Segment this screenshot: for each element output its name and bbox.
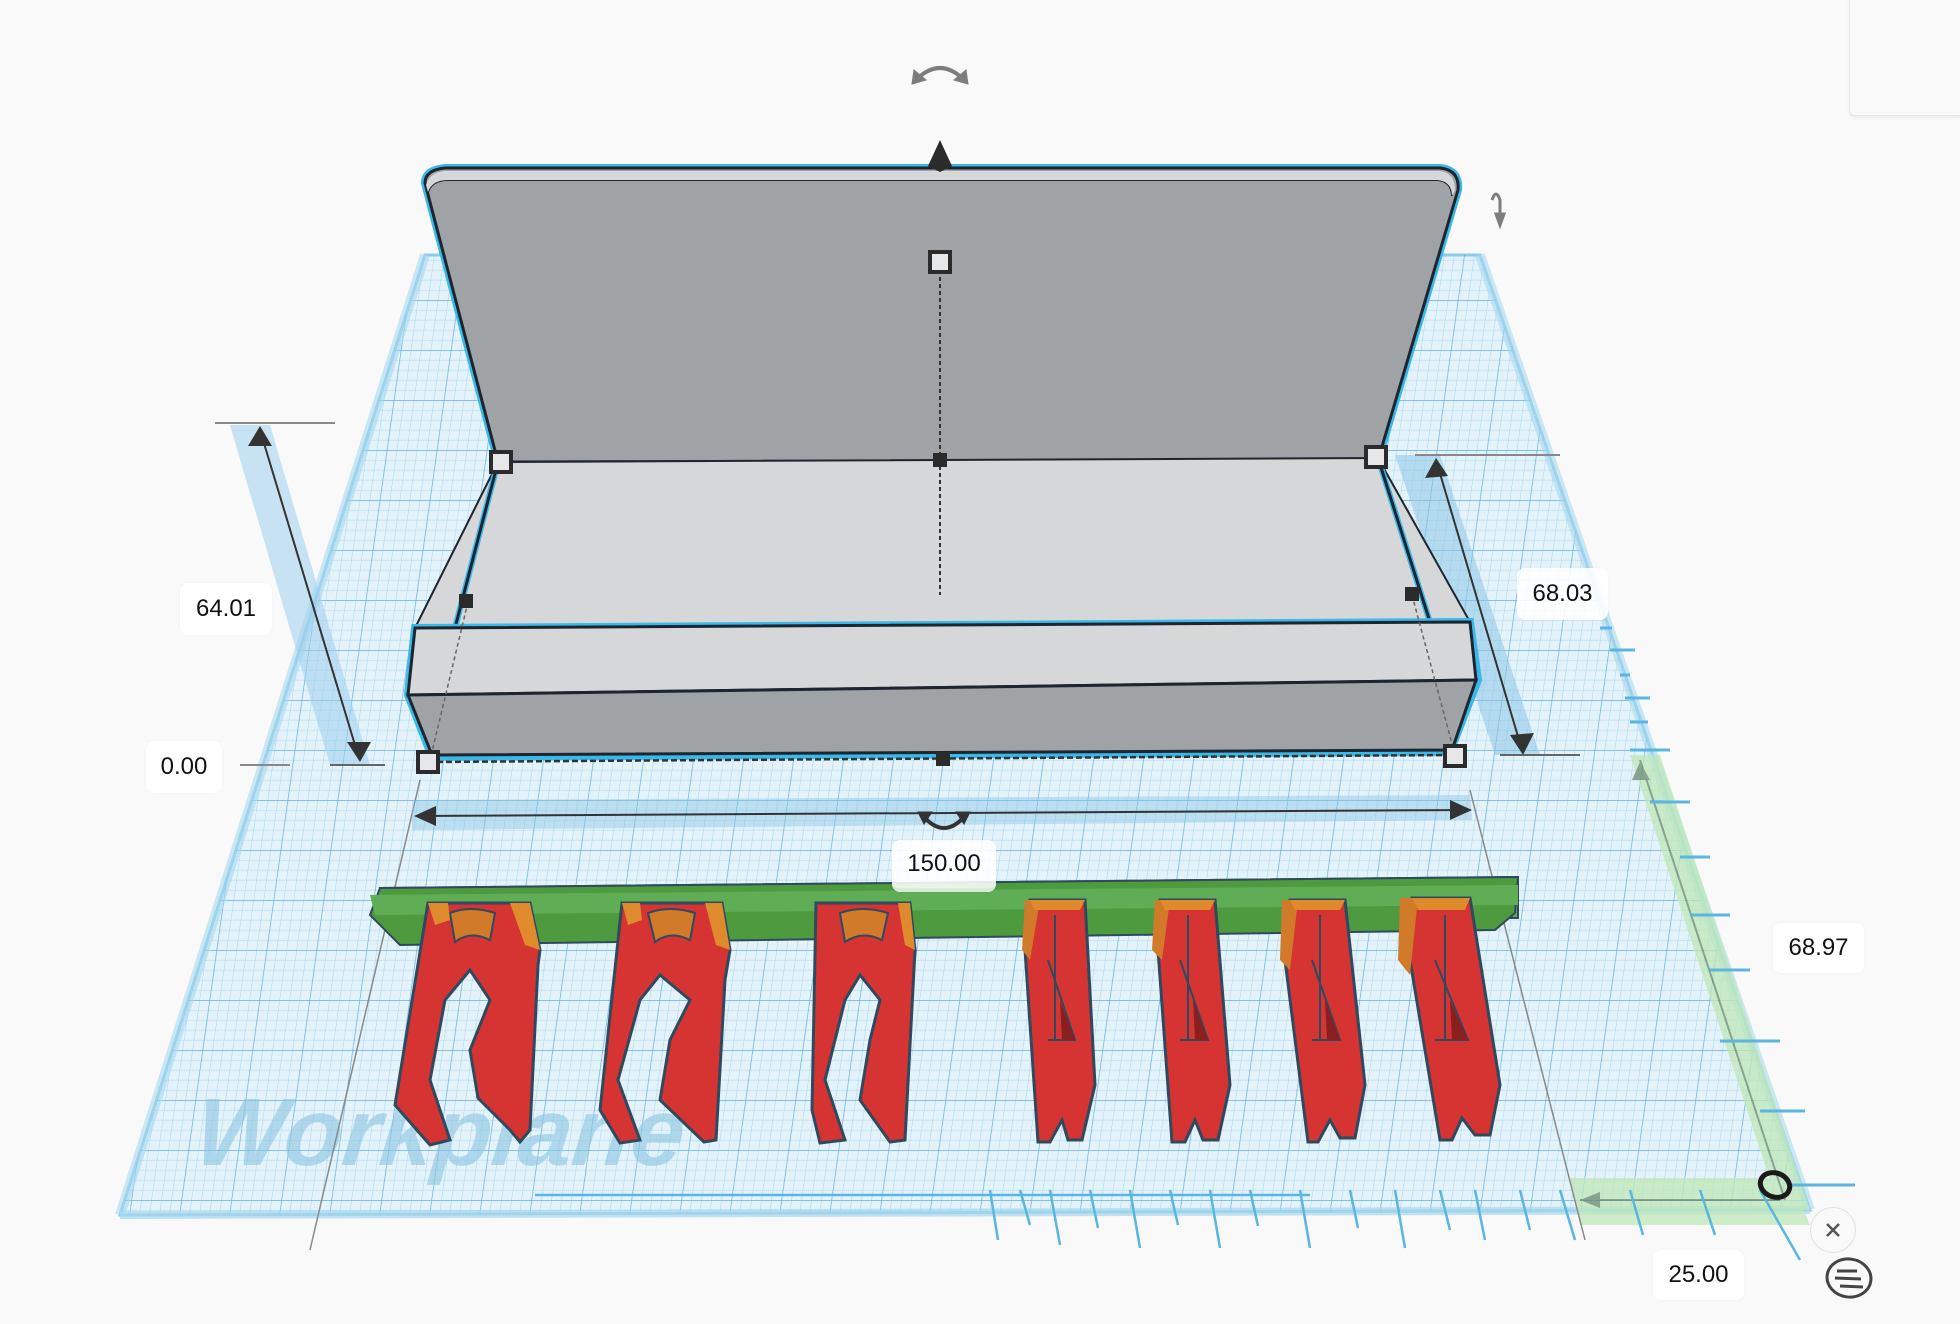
close-icon <box>1826 1223 1840 1237</box>
handle-mid-front <box>936 752 950 766</box>
ring-handle-icon[interactable] <box>1757 1169 1793 1202</box>
height-dimension <box>215 422 385 766</box>
close-grid-button[interactable] <box>1810 1207 1856 1253</box>
handle-back-right <box>1364 445 1388 469</box>
guide-line-left <box>309 779 421 1251</box>
resize-handles[interactable] <box>416 250 1467 774</box>
depth-value-label[interactable]: 68.03 <box>1517 568 1608 620</box>
rotate-bottom-icon[interactable] <box>917 811 971 830</box>
clip-1 <box>393 901 542 1147</box>
lift-arrow-icon[interactable] <box>928 140 952 172</box>
width-value-label[interactable]: 150.00 <box>892 840 996 892</box>
handle-mid-left <box>459 594 473 608</box>
rotate-side-icon[interactable] <box>1490 192 1507 230</box>
clip-7 <box>1398 896 1502 1142</box>
clip-2 <box>598 901 732 1145</box>
height-value-label[interactable]: 64.01 <box>180 583 272 635</box>
clothespin-clips[interactable] <box>393 896 1502 1147</box>
ruler-ticks-bottom <box>535 1189 1802 1261</box>
ruler-strip <box>1570 755 1810 1225</box>
handle-front-right <box>1443 744 1467 768</box>
handle-front-left <box>416 750 440 774</box>
rotate-arrow-icon[interactable] <box>911 66 969 85</box>
handle-mid-back <box>933 453 947 467</box>
handle-back-left <box>489 450 513 474</box>
guide-line-right <box>1469 789 1586 1241</box>
depth-dimension <box>1395 454 1580 756</box>
width-dimension <box>412 795 1472 830</box>
grid-length-value-label[interactable]: 68.97 <box>1773 923 1864 973</box>
clip-5 <box>1152 898 1232 1144</box>
selected-shape-back-panel[interactable] <box>403 164 1483 764</box>
clip-3 <box>810 901 917 1145</box>
clip-4 <box>1022 898 1097 1144</box>
handle-top-height <box>928 250 952 274</box>
handle-mid-right <box>1405 587 1419 601</box>
grid-menu-button[interactable] <box>1823 1255 1875 1301</box>
ruler-ticks-right <box>1600 626 1855 1187</box>
clip-6 <box>1280 898 1367 1144</box>
elevation-value-label[interactable]: 0.00 <box>146 741 222 793</box>
side-panel-edge <box>1849 0 1960 116</box>
grid-width-value-label[interactable]: 25.00 <box>1653 1250 1744 1300</box>
menu-lines-icon <box>1825 1257 1873 1299</box>
